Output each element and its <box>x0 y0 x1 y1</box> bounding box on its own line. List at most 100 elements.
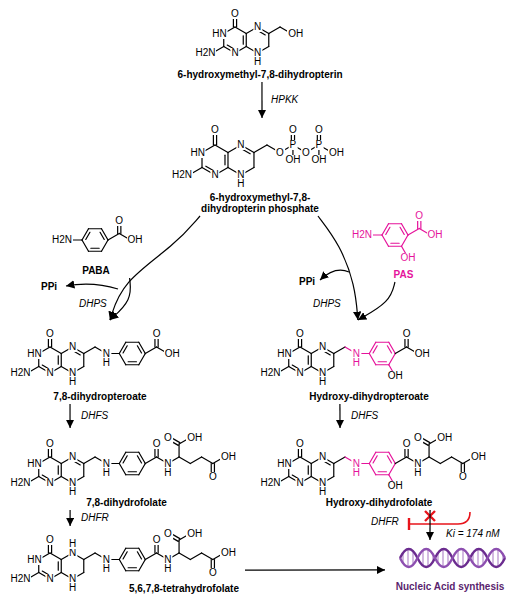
reaction-arrow <box>110 278 130 320</box>
atom-label: N <box>45 574 54 584</box>
dna-rung <box>427 549 428 566</box>
bond-line <box>126 570 139 571</box>
bond-line <box>333 354 334 367</box>
reaction-arrow <box>358 282 395 320</box>
atom-label: HN <box>26 459 42 469</box>
bond-line <box>300 347 311 354</box>
bond-line <box>369 342 376 353</box>
atom-label: N <box>295 478 304 488</box>
bond-line <box>84 553 95 560</box>
bond-line <box>378 361 386 362</box>
enzyme-label: DHFS <box>80 410 109 421</box>
atom-label: N <box>45 368 54 378</box>
compound-node: 7,8-dihydropteroate <box>8 320 192 404</box>
bond-line <box>126 548 139 549</box>
bond-line <box>389 246 402 247</box>
bond-line <box>58 562 59 570</box>
atom-label: H2N <box>171 170 193 180</box>
bond-line <box>376 474 389 475</box>
atom-label: OH <box>310 155 327 165</box>
dna-rung <box>422 550 423 565</box>
release-arrow <box>320 270 349 280</box>
atom-label: H <box>102 564 111 574</box>
atom-label: O <box>301 148 311 158</box>
compound-name: 6-hydroxymethyl-7,8-dihydropterin <box>177 69 342 80</box>
bond-line <box>123 456 127 463</box>
bond-line <box>227 153 228 168</box>
bond-line <box>378 471 386 472</box>
atom-label: O <box>275 148 285 158</box>
bond-line <box>408 229 419 236</box>
atom-label: OH <box>164 349 181 359</box>
bond-line <box>387 456 391 463</box>
atom-label: O <box>163 433 173 443</box>
atom-label: HN <box>211 29 227 39</box>
bond-line <box>311 464 312 477</box>
bond-line <box>61 560 62 573</box>
bond-line <box>102 229 109 240</box>
bond-line <box>452 457 463 464</box>
atom-label: H <box>68 487 77 497</box>
bond-line <box>58 356 59 364</box>
reaction-arrow <box>245 569 385 570</box>
atom-label: O <box>163 529 173 539</box>
bond-line <box>402 235 409 246</box>
bond-line <box>215 145 228 153</box>
molecule-structures <box>27 14 474 579</box>
bond-line <box>137 456 141 463</box>
bond-line <box>311 354 312 367</box>
atom-label: OH <box>220 452 237 462</box>
enzyme-label: DHPS <box>312 298 342 309</box>
bond-line <box>126 474 139 475</box>
bond-line <box>58 466 59 474</box>
atom-label: HN <box>190 148 206 158</box>
reaction-arrow <box>339 404 340 428</box>
bond-line <box>123 346 127 353</box>
dna-strand <box>400 549 505 567</box>
atom-label: HN <box>276 349 292 359</box>
atom-label: OH <box>427 230 444 240</box>
bond-line <box>308 356 309 364</box>
bond-line <box>269 27 280 34</box>
dna-strand <box>400 549 505 567</box>
atom-label: O <box>414 211 424 221</box>
atom-label: N <box>253 22 262 32</box>
bond-line <box>84 457 95 464</box>
bond-line <box>224 155 225 165</box>
bond-line <box>119 548 126 559</box>
atom-label: O <box>152 439 162 449</box>
atom-label: H2N <box>194 48 216 58</box>
atom-label: OH <box>414 349 431 359</box>
dna-rung <box>497 549 498 566</box>
atom-label: H2N <box>9 478 31 488</box>
bond-line <box>395 347 406 354</box>
bond-line <box>61 354 62 367</box>
enzyme-label: DHFR <box>370 516 400 527</box>
bond-line <box>389 354 396 365</box>
dna-rung <box>447 551 448 564</box>
atom-label: OH <box>284 155 301 165</box>
enzyme-label: DHFR <box>80 512 110 523</box>
bond-line <box>119 452 126 463</box>
atom-label: O <box>210 125 220 135</box>
bond-line <box>179 457 190 464</box>
bond-line <box>373 456 377 463</box>
atom-label: H2N <box>259 368 281 378</box>
atom-label: H2N <box>259 478 281 488</box>
atom-label: H <box>236 179 245 189</box>
inhibition-bar <box>408 518 410 530</box>
atom-label: O <box>45 439 55 449</box>
inhibition-constant: Ki = 174 nM <box>445 528 501 539</box>
bond-line <box>100 232 104 239</box>
bond-line <box>89 251 102 252</box>
atom-label: N <box>295 368 304 378</box>
atom-label: OH <box>328 148 345 158</box>
enzyme-label: DHFS <box>350 410 379 421</box>
bond-line <box>139 342 146 353</box>
bond-line <box>202 457 213 464</box>
reaction-arrow <box>429 510 430 540</box>
reaction-arrow <box>261 82 262 118</box>
atom-label: O <box>208 472 218 482</box>
atom-label: H <box>163 468 172 478</box>
bond-line <box>389 342 396 353</box>
